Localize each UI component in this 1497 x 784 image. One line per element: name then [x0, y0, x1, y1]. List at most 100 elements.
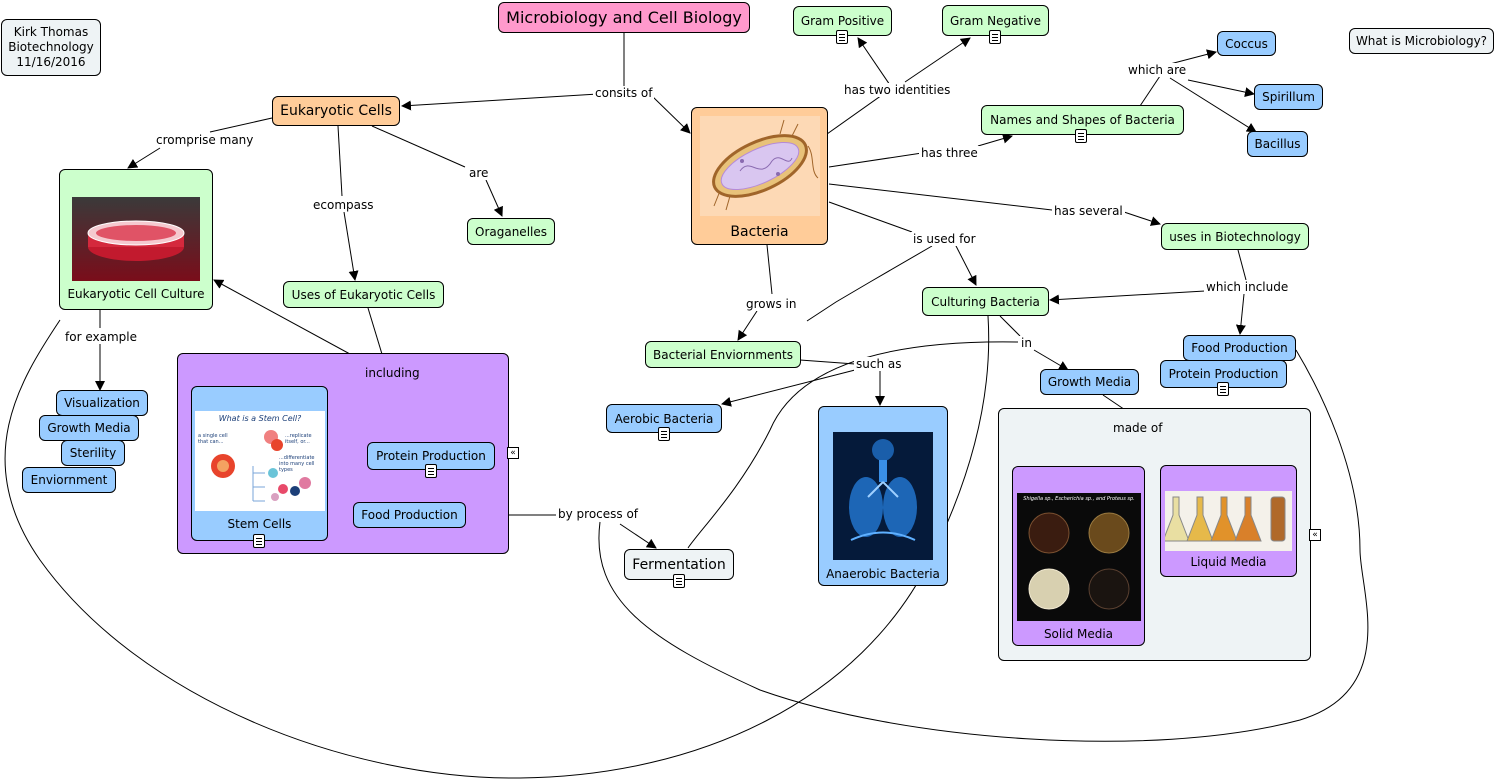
- coccus-label: Coccus: [1225, 36, 1268, 51]
- link-label-in: in: [1019, 336, 1034, 350]
- bacterial-env-node[interactable]: Bacterial Enviornments: [645, 341, 801, 368]
- link-label-grows-in: grows in: [744, 297, 799, 311]
- link-label-are: are: [467, 166, 491, 180]
- protein-production-right-label: Protein Production: [1168, 367, 1279, 381]
- culturing-bacteria-label: Culturing Bacteria: [931, 294, 1040, 309]
- visualization-label: Visualization: [64, 396, 140, 410]
- names-shapes-label: Names and Shapes of Bacteria: [990, 113, 1175, 127]
- stem-cell-image-text-c: ...differentiate into many cell types: [279, 455, 315, 473]
- growth-media-label: Growth Media: [1047, 375, 1132, 389]
- stem-cells-node[interactable]: What is a Stem Cell? a single cell that …: [191, 386, 328, 541]
- petri-plates-drawing: [1028, 512, 1130, 610]
- culturing-bacteria-node[interactable]: Culturing Bacteria: [922, 287, 1049, 316]
- fermentation-label: Fermentation: [632, 556, 726, 573]
- link-label-has-two-identities: has two identities: [842, 83, 953, 97]
- map-title[interactable]: Microbiology and Cell Biology: [498, 2, 750, 33]
- solid-media-node[interactable]: Shigella sp., Escherichia sp., and Prote…: [1012, 466, 1145, 646]
- spirillum-node[interactable]: Spirillum: [1254, 84, 1323, 110]
- document-icon[interactable]: [989, 30, 1001, 44]
- food-production-right-node[interactable]: Food Production: [1183, 335, 1296, 361]
- flasks-image: [1165, 491, 1292, 551]
- stem-cell-image: What is a Stem Cell? a single cell that …: [195, 411, 325, 511]
- uses-biotech-label: uses in Biotechnology: [1169, 229, 1301, 244]
- uses-eukaryotic-node[interactable]: Uses of Eukaryotic Cells: [283, 281, 444, 308]
- enviornment-node[interactable]: Enviornment: [22, 467, 116, 493]
- link-label-such-as: such as: [854, 357, 904, 371]
- protein-production-left-label: Protein Production: [376, 449, 486, 463]
- sterility-node[interactable]: Sterility: [61, 440, 125, 466]
- document-icon[interactable]: [253, 534, 265, 548]
- bacillus-node[interactable]: Bacillus: [1247, 131, 1308, 157]
- uses-eukaryotic-label: Uses of Eukaryotic Cells: [291, 287, 436, 302]
- oraganelles-label: Oraganelles: [475, 224, 547, 239]
- link-label-has-several: has several: [1052, 204, 1125, 218]
- gram-negative-node[interactable]: Gram Negative: [942, 5, 1049, 36]
- petri-plates-caption: Shigella sp., Escherichia sp., and Prote…: [1023, 496, 1135, 502]
- eukaryotic-cells-node[interactable]: Eukaryotic Cells: [272, 96, 400, 126]
- link-label-which-are: which are: [1126, 63, 1189, 77]
- stem-cell-image-text-b: ...replicate itself, or...: [285, 433, 312, 445]
- author-info: Kirk Thomas Biotechnology 11/16/2016: [1, 19, 101, 76]
- growth-media-left-node[interactable]: Growth Media: [39, 415, 139, 441]
- document-icon[interactable]: [1075, 129, 1087, 143]
- visualization-node[interactable]: Visualization: [56, 390, 148, 416]
- oraganelles-node[interactable]: Oraganelles: [467, 218, 555, 245]
- anaerobic-node[interactable]: Anaerobic Bacteria: [818, 406, 948, 586]
- author-course: Biotechnology: [8, 40, 94, 54]
- food-production-right-label: Food Production: [1191, 341, 1288, 355]
- gram-positive-node[interactable]: Gram Positive: [793, 6, 892, 36]
- spirillum-label: Spirillum: [1262, 90, 1315, 104]
- link-label-including: including: [363, 366, 422, 380]
- gram-positive-label: Gram Positive: [800, 14, 885, 28]
- growth-media-node[interactable]: Growth Media: [1040, 369, 1139, 395]
- document-icon[interactable]: [836, 30, 848, 44]
- author-date: 11/16/2016: [16, 55, 86, 69]
- link-label-by-process-of: by process of: [556, 507, 641, 521]
- document-icon[interactable]: [1217, 382, 1229, 396]
- petri-dish-image: [72, 197, 200, 281]
- enviornment-label: Enviornment: [30, 473, 108, 487]
- document-icon[interactable]: [673, 574, 685, 588]
- question-text: What is Microbiology?: [1355, 34, 1488, 48]
- link-label-cromprise-many: cromprise many: [154, 133, 256, 147]
- link-label-consits-of: consits of: [593, 86, 655, 100]
- protein-production-right-node[interactable]: Protein Production: [1160, 360, 1287, 388]
- stem-cell-image-text-a: a single cell that can...: [198, 433, 228, 445]
- eukaryotic-cells-label: Eukaryotic Cells: [280, 103, 392, 119]
- link-label-has-three: has three: [919, 146, 980, 160]
- link-label-is-used-for: is used for: [911, 232, 978, 246]
- gram-negative-label: Gram Negative: [950, 13, 1041, 28]
- stem-cell-image-title: What is a Stem Cell?: [218, 414, 302, 423]
- bacterial-env-label: Bacterial Enviornments: [653, 347, 793, 362]
- link-label-ecompass: ecompass: [311, 198, 376, 212]
- lungs-image: [833, 432, 933, 560]
- collapse-icon[interactable]: «: [507, 447, 519, 459]
- bacteria-node[interactable]: Bacteria: [691, 107, 828, 245]
- uses-biotech-node[interactable]: uses in Biotechnology: [1161, 223, 1309, 250]
- liquid-media-node[interactable]: Liquid Media: [1160, 465, 1297, 577]
- author-name: Kirk Thomas: [13, 25, 89, 39]
- anaerobic-label: Anaerobic Bacteria: [826, 567, 940, 581]
- question-node[interactable]: What is Microbiology?: [1349, 28, 1494, 54]
- eukaryotic-culture-label: Eukaryotic Cell Culture: [67, 287, 205, 301]
- stem-cells-label: Stem Cells: [227, 517, 292, 531]
- collapse-icon[interactable]: «: [1309, 529, 1321, 541]
- food-production-left-node[interactable]: Food Production: [353, 502, 466, 528]
- bacteria-diagram-image: [700, 116, 820, 216]
- eukaryotic-culture-node[interactable]: Eukaryotic Cell Culture: [59, 169, 213, 310]
- bacillus-label: Bacillus: [1254, 137, 1301, 151]
- link-label-which-include: which include: [1204, 280, 1291, 294]
- bacteria-label: Bacteria: [730, 224, 789, 240]
- solid-media-label: Solid Media: [1043, 627, 1114, 641]
- coccus-node[interactable]: Coccus: [1217, 31, 1276, 56]
- stem-cell-drawing: [211, 430, 311, 502]
- food-production-left-label: Food Production: [361, 508, 458, 522]
- document-icon[interactable]: [658, 427, 670, 441]
- growth-media-left-label: Growth Media: [47, 421, 131, 435]
- liquid-media-label: Liquid Media: [1190, 555, 1267, 569]
- document-icon[interactable]: [425, 464, 437, 478]
- link-label-made-of: made of: [1111, 421, 1165, 435]
- aerobic-label: Aerobic Bacteria: [614, 411, 714, 426]
- sterility-label: Sterility: [69, 446, 117, 460]
- link-label-for-example: for example: [63, 330, 139, 344]
